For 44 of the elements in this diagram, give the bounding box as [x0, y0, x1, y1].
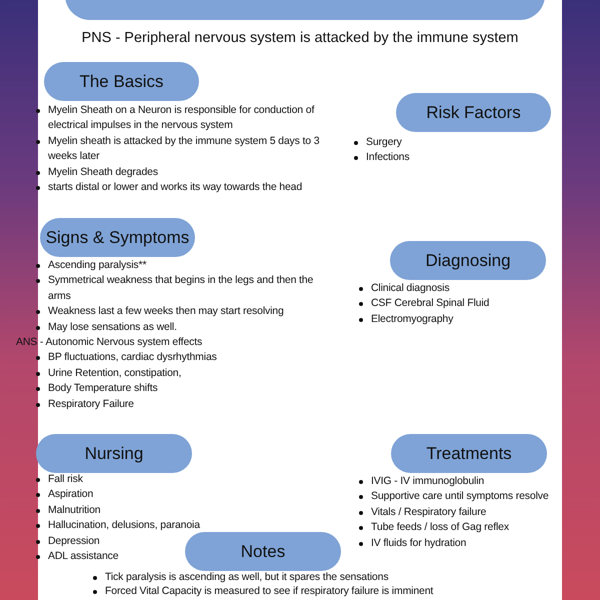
- bullet-item: BP fluctuations, cardiac dysrhythmias: [35, 350, 335, 366]
- bullet-item: Tick paralysis is ascending as well, but it spares the sensations: [92, 570, 532, 584]
- bullet-item: Aspiration: [35, 487, 285, 503]
- section-heading-pill: [185, 532, 341, 571]
- bullet-item: Respiratory Failure: [35, 396, 335, 412]
- bullet-item: starts distal or lower and works its way towards the head: [35, 180, 335, 196]
- list-subheading: ANS - Autonomic Nervous system effects: [16, 335, 204, 350]
- section-heading: The Basics: [79, 72, 164, 92]
- bullet-item: CSF Cerebral Spinal Fluid: [358, 296, 548, 312]
- bullet-item: Urine Retention, constipation,: [35, 366, 335, 382]
- bullet-item: Vitals / Respiratory failure: [358, 504, 558, 520]
- bullet-item: Fall risk: [35, 472, 285, 488]
- section-heading-pill: [44, 62, 199, 101]
- bullet-item: Myelin Sheath degrades: [35, 164, 335, 180]
- section-heading-pill: [40, 218, 195, 257]
- section-heading-pill: [396, 93, 551, 132]
- section-heading: Nursing: [84, 444, 144, 464]
- bullet-item: Myelin Sheath on a Neuron is responsible for conduction of electrical impulses in the nervous system: [35, 103, 335, 134]
- bullet-item: Weakness last a few weeks then may start resolving: [35, 304, 335, 320]
- section-heading: Notes: [240, 542, 286, 562]
- subtitle: PNS - Peripheral nervous system is attacked by the immune system: [80, 30, 520, 46]
- section-heading: Diagnosing: [425, 250, 511, 270]
- section-heading: Signs & Symptoms: [46, 228, 190, 248]
- section-heading: Risk Factors: [426, 102, 521, 122]
- bullet-item: Myelin sheath is attacked by the immune system 5 days to 3 weeks later: [35, 134, 335, 165]
- bullet-item: Tube feeds / loss of Gag reflex: [358, 520, 558, 536]
- bullet-item: IVIG - IV immunoglobulin: [358, 474, 558, 490]
- section-heading-pill: [391, 434, 547, 473]
- bullet-item: Electromyography: [358, 312, 548, 328]
- bullet-item: Symmetrical weakness that begins in the legs and then the arms: [35, 273, 335, 304]
- bullet-item: IV fluids for hydration: [358, 536, 558, 552]
- bullet-item: Clinical diagnosis: [358, 281, 548, 296]
- bullet-item: Malnutrition: [35, 502, 285, 518]
- bullet-item: Hallucination, delusions, paranoia: [35, 518, 285, 534]
- bullet-item: Supportive care until symptoms resolve: [358, 489, 558, 505]
- bullet-item: Forced Vital Capacity is measured to see if respiratory failure is imminent: [92, 584, 532, 598]
- bullet-item: Body Temperature shifts: [35, 381, 335, 397]
- bullet-item: Infections: [353, 150, 543, 166]
- bullet-item: Ascending paralysis**: [35, 258, 335, 274]
- bullet-item: Surgery: [353, 135, 543, 150]
- section-heading-pill: [390, 241, 546, 280]
- section-heading-pill: [36, 434, 192, 473]
- bullet-item: May lose sensations as well.: [35, 320, 335, 336]
- section-heading: Treatments: [426, 444, 512, 464]
